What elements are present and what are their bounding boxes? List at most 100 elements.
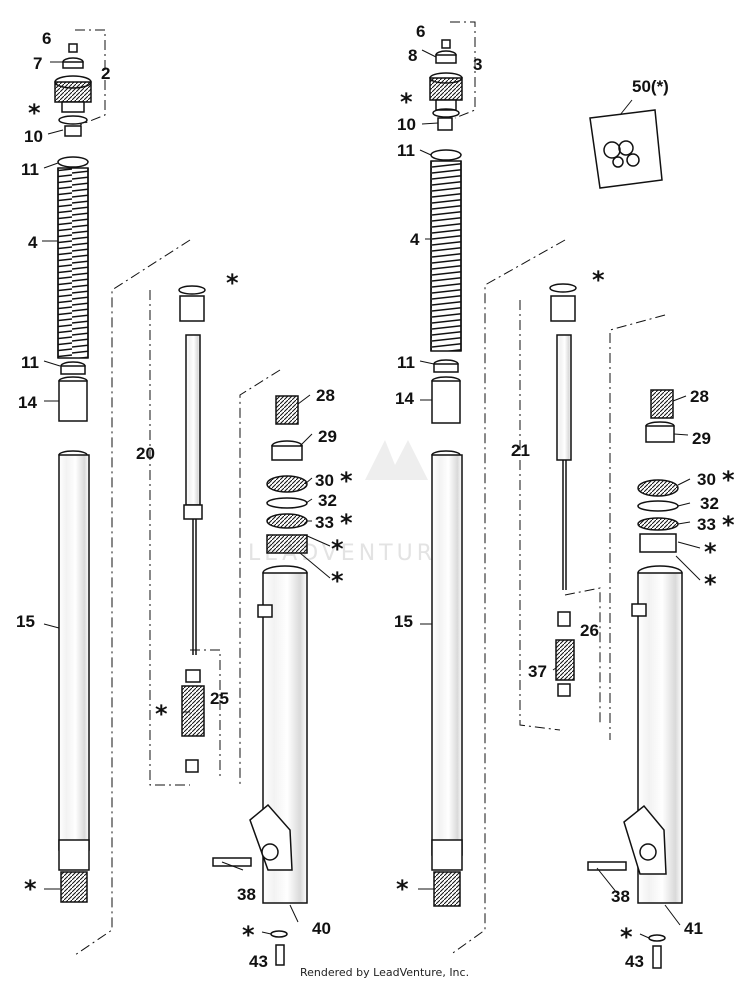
damper-tube-20 [185,334,201,506]
spacer-10 [64,125,82,137]
callout-15-right: 15 [394,612,413,631]
spacer-tube-14 [58,380,88,422]
callout-star-7-left: * [242,921,255,949]
callout-11-top-right: 11 [397,141,415,160]
callout-star-7-right: * [620,923,633,951]
callout-10-right: 10 [397,115,416,134]
valve-bolt-26 [557,611,571,627]
callout-37: 37 [528,662,547,681]
callout-33-star-left: * [340,509,353,537]
callout-4-right: 4 [410,230,420,249]
seal-top-right [549,283,577,293]
callout-star-2-left: * [226,269,239,297]
callout-29-right: 29 [692,429,711,448]
callout-star-2-right: * [592,266,605,294]
dust-seal-right [639,533,677,553]
leader-lines [42,49,701,939]
axle-clamp [249,803,293,871]
callout-3: 3 [473,55,482,74]
callout-25: 25 [210,689,229,708]
fork-spring-4 [57,167,89,359]
seal-33-right [637,517,679,531]
callout-50: 50(*) [632,77,669,96]
callout-star-5-right: * [704,538,717,566]
callout-38-right: 38 [611,887,630,906]
callout-43-right: 43 [625,952,644,971]
callout-30-star-left: * [340,467,353,495]
spacer-10-right [437,117,453,131]
spring-seat-11-top-right [430,149,462,161]
callout-4-left: 4 [28,233,38,252]
callout-30-right: 30 [697,470,716,489]
callout-8: 8 [408,46,417,65]
callout-30-left: 30 [315,471,334,490]
callout-30-star-right: * [722,466,735,494]
callout-14-left: 14 [18,393,37,412]
callout-7: 7 [33,54,42,73]
seal-kit-50 [589,109,663,189]
piston-29-right [645,425,675,443]
callout-33-right: 33 [697,515,716,534]
callout-28-left: 28 [316,386,335,405]
axle-clamp-right [623,804,667,875]
callout-10-left: 10 [24,127,43,146]
inner-tube-15-right [431,454,463,856]
seal-top [178,285,206,295]
cap-bolt-6-right [441,39,451,49]
washer-43 [270,930,288,938]
axle-bolt-38 [212,857,252,867]
callout-43-left: 43 [249,952,268,971]
callout-38-left: 38 [237,885,256,904]
callout-41: 41 [684,919,703,938]
callout-star-3-left: * [155,700,168,728]
callout-33-left: 33 [315,513,334,532]
callout-11-bottom-left: 11 [21,353,39,372]
seal-33 [266,513,308,529]
fork-spring-4-right [430,160,462,352]
callout-star-4-right: * [396,875,409,903]
right-fork-assembly [429,39,683,969]
axle-bolt-38-right [587,861,627,871]
callout-11-top-left: 11 [21,160,39,179]
callout-star-6-right: * [704,570,717,598]
callout-star-1-left: * [28,99,41,127]
seal-30 [266,475,308,493]
valve-bolt-25 [185,669,201,683]
callout-star-1-right: * [400,88,413,116]
callout-star-6-left: * [331,567,344,595]
damper-tube-21 [556,334,572,461]
clip-32 [266,497,308,509]
callout-star-5-left: * [331,535,344,563]
drain-bolt-43 [275,944,285,966]
left-fork-assembly [54,43,308,966]
callout-29-left: 29 [318,427,337,446]
callout-33-star-right: * [722,511,735,539]
assembly-outlines [74,21,666,956]
callout-labels: 6 7 2 * 10 11 4 11 14 20 * 15 25 * * 28 … [16,22,735,971]
drain-bolt-43-right [652,945,662,969]
footer-credit: Rendered by LeadVenture, Inc. [300,966,470,979]
callout-32-right: 32 [700,494,719,513]
callout-21: 21 [511,441,530,460]
bushing-bottom [60,871,88,903]
dust-seal [266,534,308,554]
valve-37 [555,639,575,681]
callout-40: 40 [312,919,331,938]
spring-seat-11-top [57,156,89,168]
callout-star-4-left: * [24,875,37,903]
valve-28 [275,395,299,425]
callout-20: 20 [136,444,155,463]
callout-32-left: 32 [318,491,337,510]
valve-28-right [650,389,674,419]
callout-6-right: 6 [416,22,425,41]
callout-28-right: 28 [690,387,709,406]
callout-15-left: 15 [16,612,35,631]
callout-14-right: 14 [395,389,414,408]
clip-32-right [637,500,679,512]
spacer-tube-14-right [431,380,461,424]
seal-30-right [637,479,679,497]
callout-2: 2 [101,64,110,83]
cap-bolt-6 [68,43,78,53]
callout-6-left: 6 [42,29,51,48]
